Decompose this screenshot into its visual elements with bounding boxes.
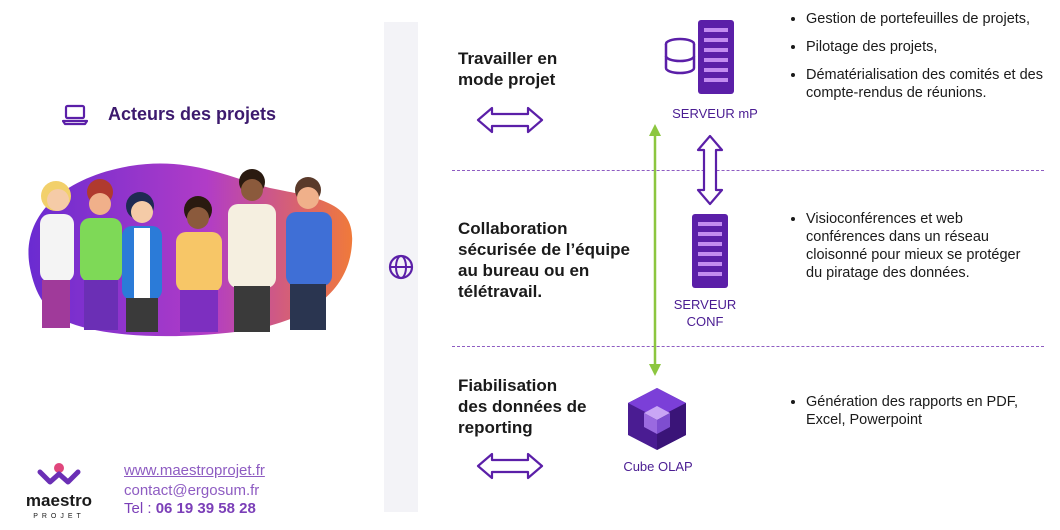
actors-title: Acteurs des projets: [108, 104, 277, 124]
email-link[interactable]: contact@ergosum.fr: [124, 482, 260, 499]
server-conf-label-line1: SERVEUR: [673, 297, 737, 312]
people-illustration: [20, 148, 360, 340]
server-conf-label-line2: CONF: [686, 314, 724, 329]
server-mp-icon: [664, 20, 734, 94]
green-connector-line: [649, 124, 661, 376]
bullets-group-3: Génération des rapports en PDF, Excel, P…: [792, 393, 1032, 439]
cube-olap-icon: [628, 388, 686, 450]
server-conf-label: SERVEUR CONF: [650, 296, 760, 330]
section-separator: [452, 346, 1044, 347]
double-arrow-reporting: [476, 452, 544, 480]
double-arrow-mode-projet: [476, 106, 544, 134]
bullet-item: Visioconférences et web conférences dans…: [806, 210, 1032, 282]
bullets-group-1: Gestion de portefeuilles de projets, Pil…: [792, 10, 1047, 112]
maestro-logo: maestro PROJET: [18, 460, 100, 520]
phone-prefix: Tel :: [124, 500, 156, 517]
website-link[interactable]: www.maestroprojet.fr: [124, 462, 265, 479]
bullet-item: Gestion de portefeuilles de projets,: [806, 10, 1047, 28]
section-label-collaboration: Collaboration sécurisée de l’équipe au b…: [458, 219, 630, 301]
bullet-item: Dématérialisation des comités et des com…: [806, 66, 1047, 102]
globe-icon: [387, 253, 415, 281]
logo-name: maestro: [26, 491, 92, 510]
section-label-mode-projet: Travailler en mode projet: [458, 49, 558, 89]
cube-olap-label: Cube OLAP: [623, 459, 693, 474]
vertical-double-arrow: [696, 134, 724, 206]
bullets-group-2: Visioconférences et web conférences dans…: [792, 210, 1032, 292]
server-mp-label: SERVEUR mP: [672, 106, 758, 121]
bullet-item: Génération des rapports en PDF, Excel, P…: [806, 393, 1032, 429]
laptop-icon: [62, 104, 88, 126]
phone-number: 06 19 39 58 28: [155, 500, 256, 517]
bullet-item: Pilotage des projets,: [806, 38, 1047, 56]
logo-sub: PROJET: [33, 513, 85, 520]
section-separator: [452, 170, 1044, 171]
server-conf-icon: [692, 214, 728, 288]
phone-line: Tel : 06 19 39 58 28: [124, 500, 256, 517]
section-label-fiabilisation: Fiabilisation des données de reporting: [458, 376, 587, 437]
